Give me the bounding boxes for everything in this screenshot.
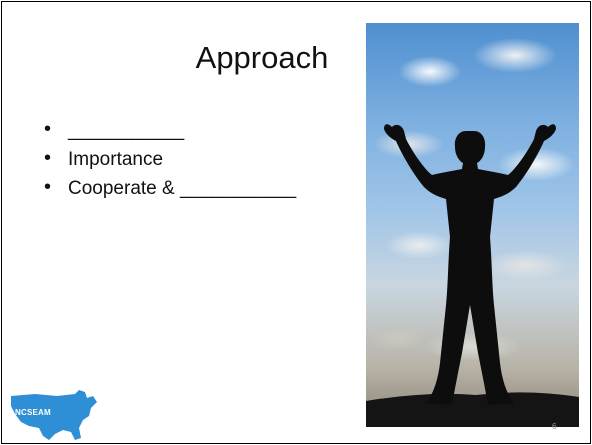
usa-map-icon — [11, 390, 97, 440]
bullet-item-cooperate: • Cooperate & ___________ — [44, 176, 297, 207]
bullet-text: ___________ — [68, 120, 185, 141]
bullet-list: • ___________ • Importance • Cooperate &… — [44, 118, 297, 207]
bullet-icon: • — [44, 147, 52, 169]
sky-photo — [366, 23, 579, 427]
person-silhouette-icon — [366, 124, 579, 427]
bullet-text: Importance — [68, 149, 164, 170]
page-number: 6 — [552, 422, 557, 431]
bullet-item-importance: • Importance — [44, 147, 296, 178]
bullet-item-blank: • ___________ — [44, 118, 296, 149]
ncseam-logo: NCSEAM — [5, 388, 101, 443]
bullet-text: Cooperate & ___________ — [68, 178, 297, 199]
bullet-icon: • — [44, 176, 52, 198]
bullet-icon: • — [44, 118, 52, 140]
logo-text: NCSEAM — [15, 408, 51, 417]
slide-title: Approach — [195, 40, 329, 75]
